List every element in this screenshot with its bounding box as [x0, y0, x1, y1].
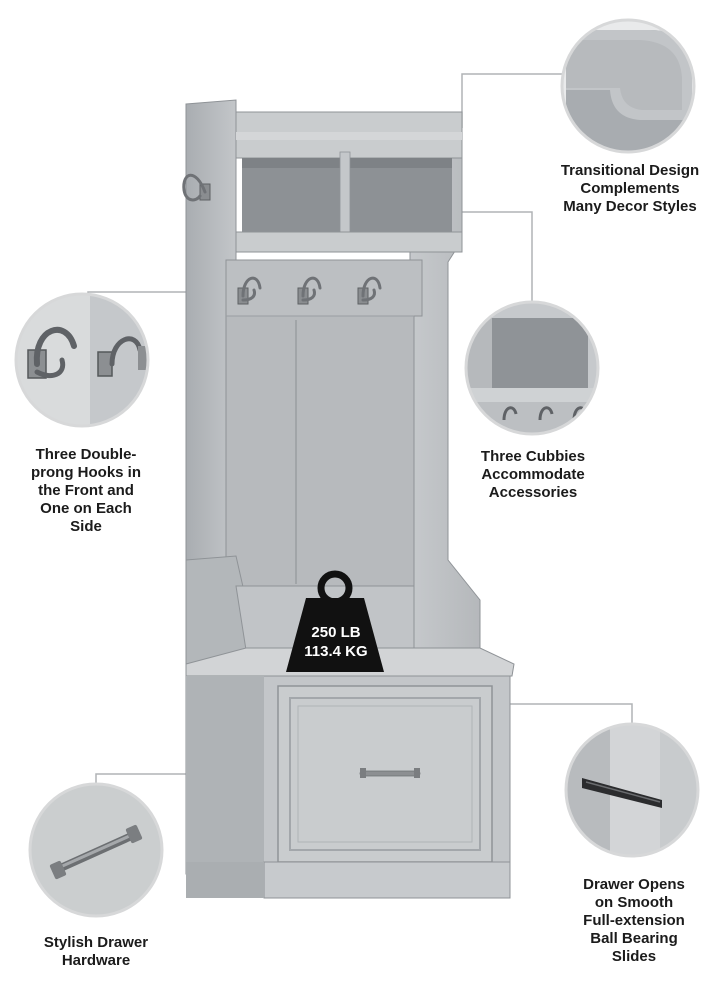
detail-hardware-circle	[28, 782, 164, 918]
caption-drawer-slides: Drawer Opens on Smooth Full-extension Ba…	[583, 876, 685, 965]
weight-kg-text: 113.4 KG	[304, 643, 367, 660]
weight-badge	[286, 570, 384, 672]
weight-lb-text: 250 LB	[311, 624, 360, 641]
detail-cubbies-circle	[464, 300, 600, 436]
hall-tree	[182, 99, 515, 899]
detail-drawer-slides-circle	[564, 722, 700, 858]
detail-top-corner-circle	[560, 18, 696, 154]
detail-hooks-circle	[14, 292, 150, 428]
caption-transitional-design: Transitional Design Complements Many Dec…	[560, 162, 700, 215]
front-hooks	[237, 276, 382, 305]
caption-cubbies: Three Cubbies Accommodate Accessories	[480, 448, 586, 501]
caption-drawer-hardware: Stylish Drawer Hardware	[43, 934, 149, 969]
caption-hooks: Three Double- prong Hooks in the Front a…	[31, 446, 141, 535]
side-hook	[182, 173, 211, 202]
